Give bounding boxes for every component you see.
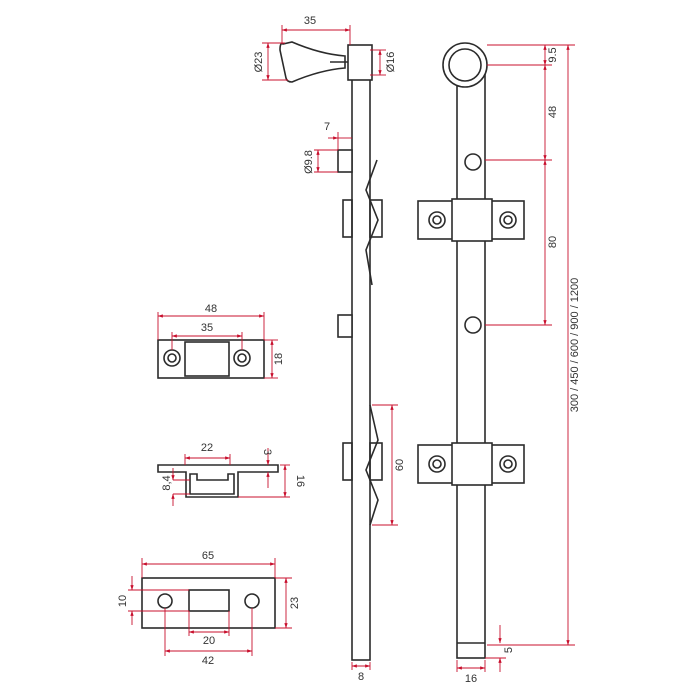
dim-keeper-width: 48 <box>205 303 217 315</box>
keeper: 48 35 18 <box>157 303 285 379</box>
dim-slot-height: 10 <box>117 595 129 607</box>
front-view: 9.5 48 80 300 / 450 / 600 / 900 / 1200 5… <box>417 42 581 685</box>
dim-spring-length: 60 <box>394 459 406 471</box>
dim-channel-depth: 8,4 <box>161 475 173 490</box>
dim-hole-spacing-2: 80 <box>547 236 559 248</box>
strike-plate: 65 10 23 20 42 <box>117 550 301 667</box>
stud-lower <box>337 314 353 338</box>
dim-knob-length: 35 <box>304 15 316 27</box>
dim-knob-diameter: Ø23 <box>253 52 265 73</box>
dim-plate-width: 65 <box>202 550 214 562</box>
dim-bar-width: 16 <box>465 673 477 685</box>
knob <box>279 41 346 83</box>
dim-collar-diameter: Ø16 <box>385 52 397 73</box>
side-view: 35 Ø23 Ø16 7 Ø9.8 60 8 <box>253 15 406 683</box>
dim-plate-height: 23 <box>289 597 301 609</box>
dim-stud-diameter: Ø9.8 <box>303 150 315 174</box>
dim-plate-thickness: 3 <box>261 449 273 455</box>
dim-total-length: 300 / 450 / 600 / 900 / 1200 <box>569 278 581 413</box>
stud-upper <box>337 149 353 173</box>
strike-profile: 22 3 16 8,4 <box>157 442 306 506</box>
dim-end-gap: 5 <box>503 647 515 653</box>
dim-total-depth: 16 <box>294 475 306 487</box>
dim-keeper-hole-spacing: 35 <box>201 322 213 334</box>
dim-rod-width: 8 <box>358 671 364 683</box>
dim-channel-width: 22 <box>201 442 213 454</box>
dim-stud-offset: 7 <box>324 121 330 133</box>
dim-hole-spacing-1: 48 <box>547 106 559 118</box>
dim-top-radius: 9.5 <box>547 47 559 62</box>
dim-slot-width: 20 <box>203 635 215 647</box>
dim-plate-hole-spacing: 42 <box>202 655 214 667</box>
dim-keeper-height: 18 <box>273 353 285 365</box>
